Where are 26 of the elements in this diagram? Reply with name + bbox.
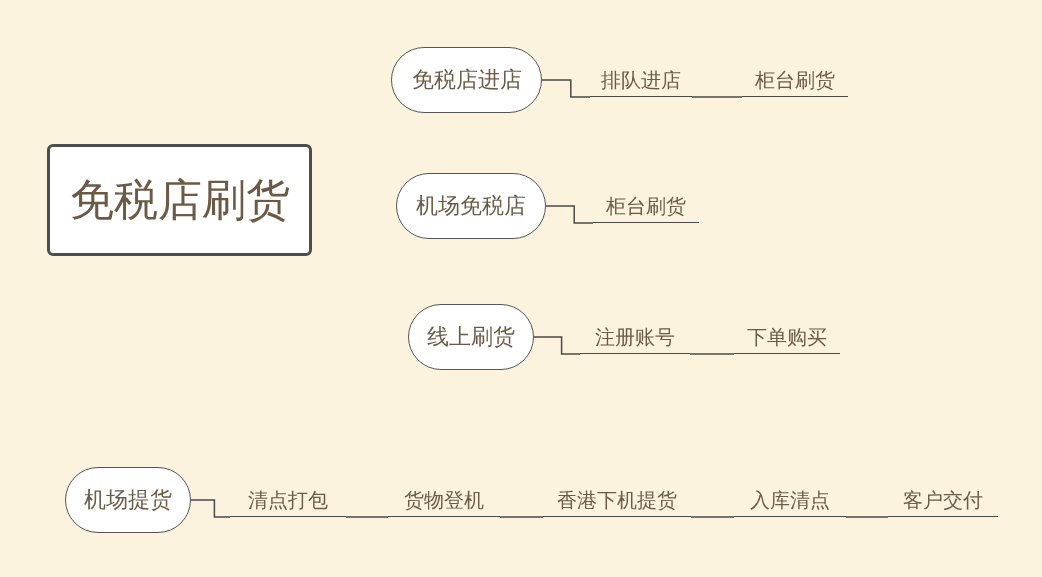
connector-line (345, 516, 389, 518)
connector-line (545, 205, 594, 224)
step-label: 客户交付 (903, 487, 983, 514)
step-label: 货物登机 (404, 487, 484, 514)
topic-text: 机场免税店 (416, 192, 526, 220)
connector-line (499, 516, 544, 518)
step-label: 柜台刷货 (606, 193, 686, 220)
step-label: 柜台刷货 (755, 67, 835, 94)
connector-line (533, 336, 581, 355)
connector-line (691, 96, 743, 98)
step-label: 注册账号 (595, 324, 675, 351)
topic-text: 机场提货 (84, 486, 172, 514)
connector-line (190, 499, 231, 518)
step-label: 下单购买 (747, 324, 827, 351)
step-label: 香港下机提货 (557, 487, 677, 514)
connector-line (541, 79, 591, 98)
topic-text: 线上刷货 (427, 323, 515, 351)
connector-line (845, 516, 889, 518)
step-label: 清点打包 (248, 487, 328, 514)
topic-text: 免税店刷货 (69, 172, 290, 227)
topic-text: 免税店进店 (411, 66, 522, 94)
topic-box (47, 144, 312, 256)
step-label: 入库清点 (750, 487, 830, 514)
connector-line (690, 516, 735, 518)
step-label: 排队进店 (601, 67, 681, 94)
connector-line (689, 353, 735, 355)
